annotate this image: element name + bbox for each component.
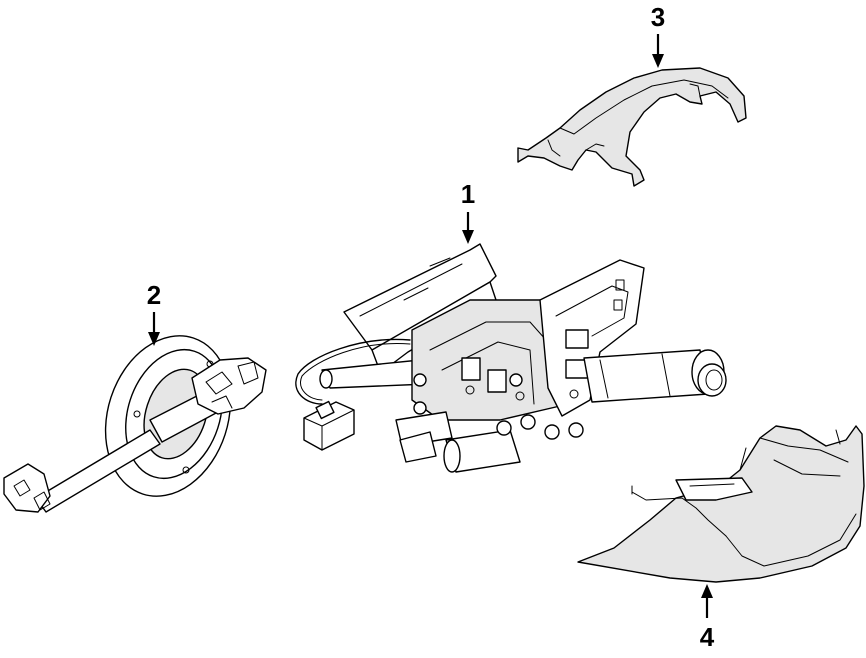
wiring-connector [303,400,355,451]
callout-4-arrowhead [701,584,713,598]
steering-column-assembly-part-1[interactable] [295,243,727,473]
upper-shroud-part-3[interactable] [517,67,747,187]
callout-3-arrowhead [652,54,664,68]
callout-1: 1 [461,179,475,244]
callout-2: 2 [147,280,161,346]
callout-3-label: 3 [651,2,665,32]
callout-1-label: 1 [461,179,475,209]
lower-shroud-part-4[interactable] [577,425,865,583]
intermediate-shaft-part-2[interactable] [3,319,267,513]
callout-2-label: 2 [147,280,161,310]
callout-1-arrowhead [462,230,474,244]
callout-4-label: 4 [700,622,715,652]
callout-2-arrowhead [148,332,160,346]
callout-3: 3 [651,2,665,68]
callout-4: 4 [700,584,715,652]
